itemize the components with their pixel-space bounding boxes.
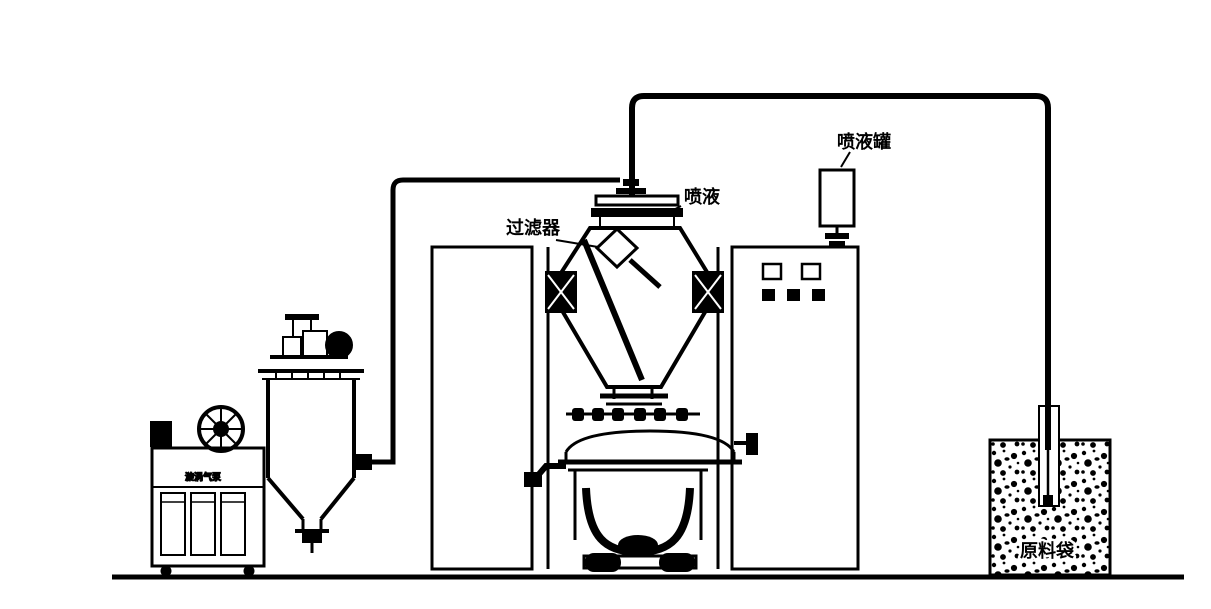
blower-fan-icon <box>150 405 245 453</box>
vortex-air-pump-unit: 漩涡气泵 <box>150 405 266 577</box>
tank-outlet <box>295 519 329 553</box>
left-elbow-fitting <box>524 463 566 487</box>
agitator-motor <box>270 314 353 359</box>
spray-liquid-label: 喷液 <box>684 186 721 208</box>
trunnion-bearing-left <box>545 271 577 313</box>
vacuum-conveying-pipe <box>616 93 1053 507</box>
filter-unit <box>594 226 662 289</box>
internal-spray-lance <box>581 238 645 382</box>
discharge-assembly <box>524 387 758 572</box>
indicator-window <box>761 262 783 281</box>
trunnion-bearing-right <box>692 271 724 313</box>
pump-filter-slats <box>160 492 246 556</box>
callout-labels: 过滤器 喷液 喷液罐 <box>506 131 891 248</box>
control-panel <box>761 262 825 301</box>
filter-leader-line <box>555 239 599 248</box>
spray-tank-leader-line <box>840 151 851 168</box>
receiver-cart <box>582 553 698 572</box>
spray-tank-label: 喷液罐 <box>837 131 891 153</box>
frame-left-column <box>430 245 534 571</box>
raw-material-bag-label: 原料袋 <box>1020 540 1075 562</box>
spray-liquid-leader-line <box>663 205 682 216</box>
spray-tank <box>818 168 856 247</box>
control-button <box>787 289 800 301</box>
control-button <box>812 289 825 301</box>
frame-right-column <box>730 245 860 571</box>
indicator-window <box>800 262 822 281</box>
side-discharge-pipe <box>734 433 758 455</box>
spray-feed-pipe <box>356 177 620 470</box>
vortex-air-pump-label: 漩涡气泵 <box>185 471 222 483</box>
mixing-tank <box>258 314 364 553</box>
filter-label: 过滤器 <box>506 217 561 239</box>
control-button <box>762 289 775 301</box>
receiver-vessel <box>568 468 708 557</box>
suction-lance-tip <box>1043 495 1053 507</box>
lid-bolts <box>275 371 341 379</box>
flange-bolts <box>572 408 688 421</box>
